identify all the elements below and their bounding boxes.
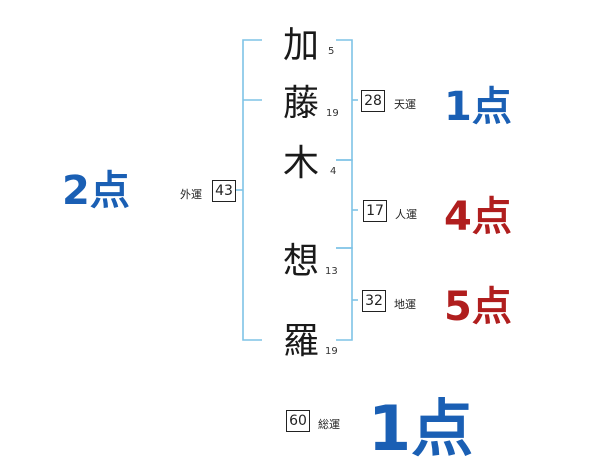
gaiun-value-box: 43 xyxy=(212,180,236,202)
tenun-label: 天運 xyxy=(394,98,416,111)
tenun-value-box: 28 xyxy=(361,90,385,112)
surname-char-3: 木 xyxy=(283,143,320,184)
tenun-score: 1点 xyxy=(444,84,512,130)
given-strokes-1: 13 xyxy=(325,266,338,277)
given-char-1: 想 xyxy=(283,241,320,282)
gaiun-bracket xyxy=(242,39,262,341)
souun-score: 1点 xyxy=(368,392,474,465)
jinun-value-box: 17 xyxy=(363,200,387,222)
surname-char-2: 藤 xyxy=(283,83,320,124)
jinun-bracket xyxy=(336,159,353,249)
gaiun-score: 2点 xyxy=(62,168,130,214)
chiun-score: 5点 xyxy=(444,284,512,330)
chiun-value-box: 32 xyxy=(362,290,386,312)
given-char-2: 羅 xyxy=(283,321,320,362)
chiun-label: 地運 xyxy=(394,298,416,311)
tenun-bracket xyxy=(336,39,353,161)
souun-value-box: 60 xyxy=(286,410,310,432)
surname-strokes-2: 19 xyxy=(326,108,339,119)
souun-label: 総運 xyxy=(318,418,340,431)
surname-strokes-1: 5 xyxy=(328,46,335,57)
gaiun-label: 外運 xyxy=(180,188,202,201)
surname-char-1: 加 xyxy=(283,25,320,66)
surname-strokes-3: 4 xyxy=(330,166,337,177)
given-strokes-2: 19 xyxy=(325,346,338,357)
jinun-score: 4点 xyxy=(444,194,512,240)
jinun-label: 人運 xyxy=(395,208,417,221)
chiun-bracket xyxy=(336,247,353,341)
